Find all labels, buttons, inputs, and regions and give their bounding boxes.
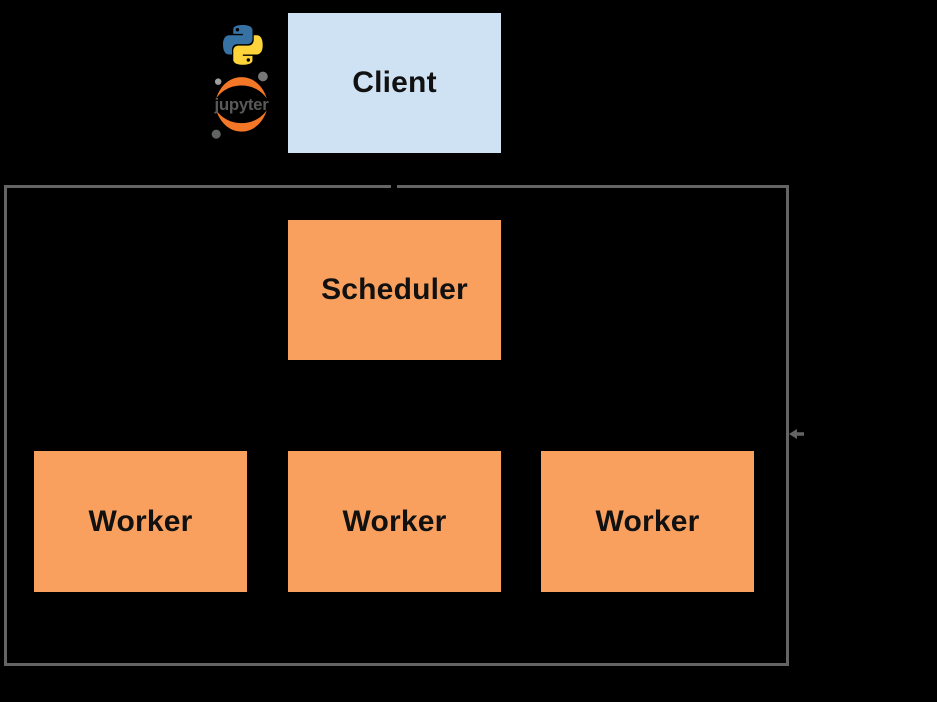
worker-node-3: Worker: [541, 451, 754, 592]
python-logo-icon: [218, 21, 268, 69]
cluster-pointer-arrow-icon: [789, 426, 805, 442]
jupyter-logo-icon: jupyter: [209, 70, 274, 140]
worker-label: Worker: [342, 504, 447, 538]
jupyter-wordmark: jupyter: [214, 95, 270, 114]
worker-label: Worker: [595, 504, 700, 538]
worker-label: Worker: [88, 504, 193, 538]
client-node: Client: [288, 13, 501, 153]
scheduler-label: Scheduler: [321, 273, 468, 306]
worker-node-2: Worker: [288, 451, 501, 592]
worker-node-1: Worker: [34, 451, 247, 592]
client-scheduler-connector-gap: [391, 183, 397, 192]
scheduler-node: Scheduler: [288, 220, 501, 360]
client-label: Client: [352, 66, 437, 99]
